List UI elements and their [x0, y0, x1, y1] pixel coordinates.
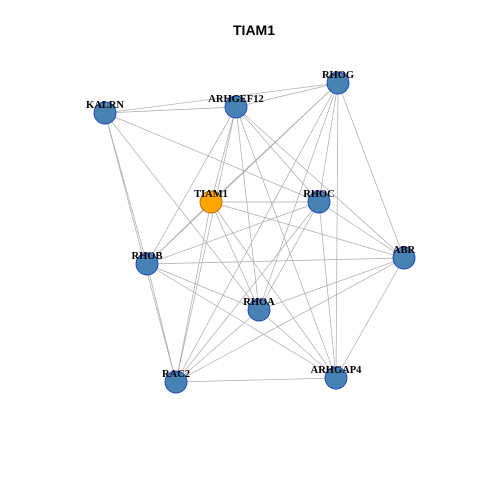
node-tiam1 — [199, 190, 223, 214]
edge-rhoc-rhob — [146, 201, 320, 265]
node-label-abr: ABR — [393, 245, 416, 256]
edge-rac2-arhgap4 — [175, 377, 337, 383]
edge-abr-rhoa — [258, 257, 405, 311]
edge-rhoc-abr — [318, 201, 405, 259]
node-label-kalrn: KALRN — [86, 100, 124, 111]
edge-rhob-rhoa — [146, 263, 260, 311]
edge-kalrn-rhoc — [104, 112, 320, 203]
edge-rhog-rhoa — [258, 82, 339, 311]
edge-rhog-rhob — [146, 82, 339, 265]
edge-rhog-rhoc — [318, 82, 339, 203]
node-kalrn — [93, 101, 117, 125]
edge-kalrn-arhgef12 — [104, 106, 237, 114]
edge-tiam1-rhob — [146, 201, 212, 265]
label-layer: TIAM1 ARHGEF12 RHOG KALRN RHOC ABR RHOB RHOA RAC… — [86, 70, 415, 380]
edge-layer — [104, 82, 405, 383]
node-rhog — [326, 71, 350, 95]
edge-kalrn-rac2 — [104, 112, 177, 383]
node-label-rhob: RHOB — [132, 251, 163, 262]
edge-rhog-rac2 — [175, 82, 339, 383]
edge-arhgef12-rhoa — [235, 106, 260, 311]
edge-tiam1-abr — [210, 201, 405, 259]
node-label-rhog: RHOG — [322, 70, 354, 81]
edge-abr-rac2 — [175, 257, 405, 383]
node-arhgef12 — [224, 95, 248, 119]
edge-rhoa-arhgap4 — [258, 309, 337, 379]
node-label-rac2: RAC2 — [162, 369, 190, 380]
node-abr — [392, 246, 416, 270]
node-rhoa — [247, 298, 271, 322]
edge-rhoc-rac2 — [175, 201, 320, 383]
edge-tiam1-arhgap4 — [210, 201, 337, 379]
edge-rhob-arhgap4 — [146, 263, 337, 379]
node-label-tiam1: TIAM1 — [194, 189, 228, 200]
edge-kalrn-rhog — [104, 82, 339, 114]
edge-rhog-abr — [337, 82, 405, 259]
graph-title: TIAM1 — [233, 22, 275, 38]
edge-arhgef12-tiam1 — [210, 106, 237, 203]
edge-rhoa-rac2 — [175, 309, 260, 383]
edge-abr-arhgap4 — [335, 257, 405, 379]
edge-arhgef12-rhob — [146, 106, 237, 265]
node-arhgap4 — [324, 366, 348, 390]
edge-arhgef12-rhog — [235, 82, 339, 108]
edge-kalrn-rhoa — [104, 112, 260, 311]
node-layer — [93, 71, 416, 394]
node-label-rhoc: RHOC — [303, 189, 335, 200]
node-label-rhoa: RHOA — [243, 297, 275, 308]
edge-rhob-rac2 — [146, 263, 177, 383]
edge-arhgef12-rac2 — [175, 106, 237, 383]
node-label-arhgef12: ARHGEF12 — [208, 94, 263, 105]
node-rhob — [135, 252, 159, 276]
edge-rhog-arhgap4 — [335, 82, 339, 379]
node-rac2 — [164, 370, 188, 394]
edge-arhgef12-arhgap4 — [235, 106, 337, 379]
edge-tiam1-rhoa — [210, 201, 260, 311]
node-label-arhgap4: ARHGAP4 — [311, 365, 362, 376]
edge-rhob-abr — [146, 257, 405, 265]
node-rhoc — [307, 190, 331, 214]
edge-arhgef12-rhoc — [235, 106, 320, 203]
edge-arhgef12-abr — [235, 106, 405, 259]
edge-rhoc-arhgap4 — [318, 201, 337, 379]
edge-rhoc-rhoa — [258, 201, 320, 311]
